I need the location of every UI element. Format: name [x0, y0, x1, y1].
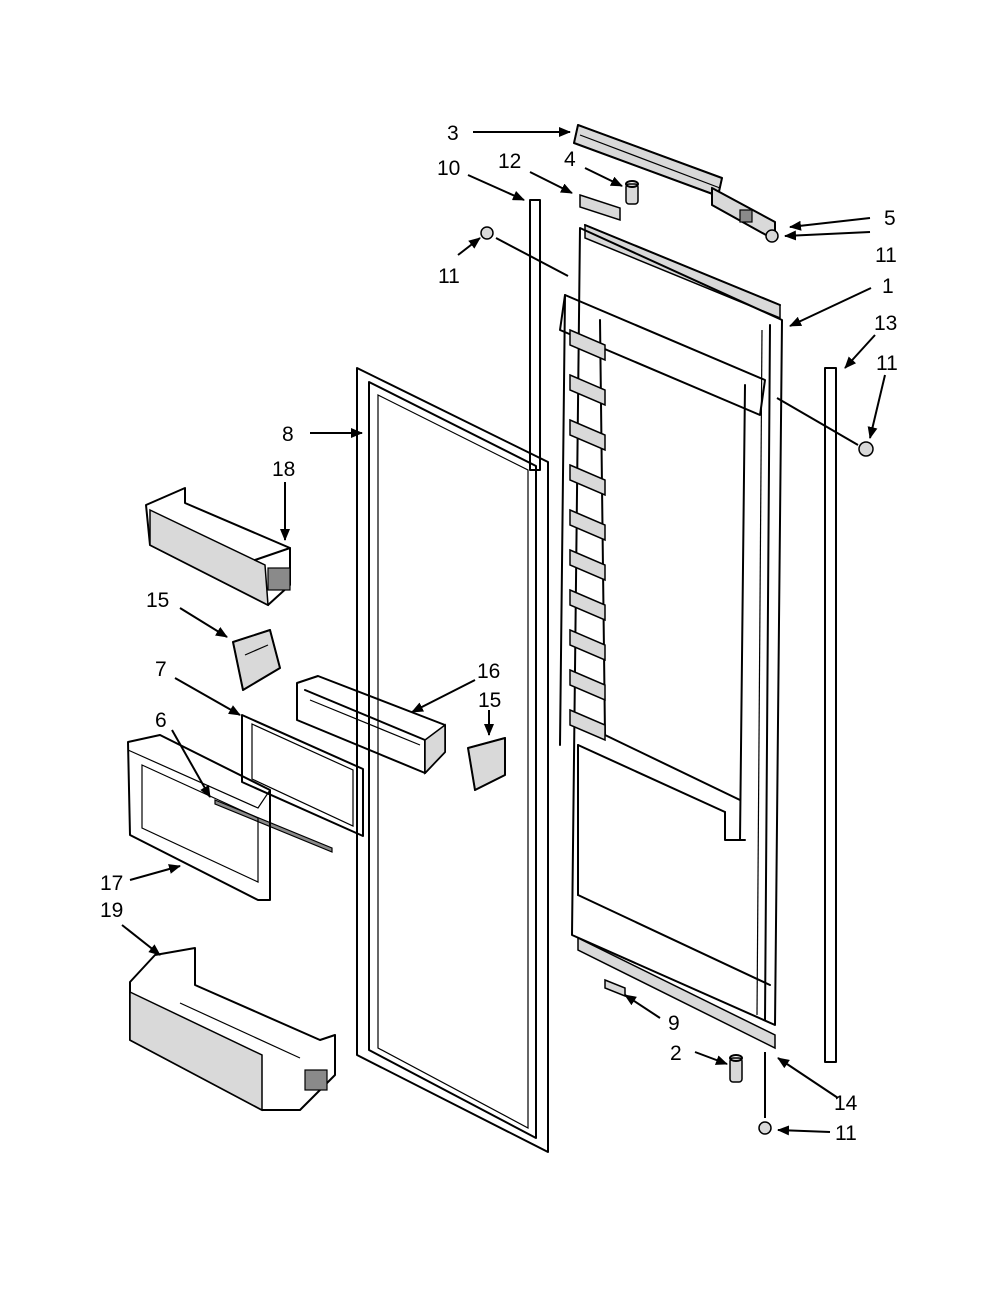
door-shelf-ribs	[569, 328, 606, 742]
callout-11-top-left: 11	[438, 265, 460, 288]
callout-12: 12	[498, 150, 521, 173]
part-bin-bracket-right	[467, 737, 506, 792]
part-bottom-hinge-plate	[577, 936, 776, 1050]
callout-15-left: 15	[146, 589, 169, 612]
part-top-bracket	[579, 193, 621, 222]
part-upper-door-bin	[145, 487, 291, 607]
part-top-cap	[573, 123, 723, 198]
callout-15-right: 15	[478, 689, 501, 712]
callout-5: 5	[884, 207, 896, 230]
callout-17: 17	[100, 872, 123, 895]
callout-7: 7	[155, 658, 167, 681]
part-left-trim-strip	[529, 199, 541, 471]
part-hinge-pin-top	[625, 180, 639, 205]
part-door-outer-panel	[571, 227, 783, 1026]
callout-1: 1	[882, 275, 894, 298]
callout-19: 19	[100, 899, 123, 922]
callout-4: 4	[564, 148, 576, 171]
part-dairy-door	[127, 734, 271, 901]
screw-icon	[480, 226, 874, 1135]
callout-3: 3	[447, 122, 459, 145]
callout-13: 13	[874, 312, 897, 335]
part-hinge-pin-bottom	[729, 1054, 743, 1083]
part-lower-door-bin	[129, 947, 336, 1112]
callout-11-bottom: 11	[835, 1122, 857, 1145]
part-door-gasket	[356, 367, 549, 1153]
callout-2: 2	[670, 1042, 682, 1065]
leader-lines	[121, 127, 886, 1136]
part-right-trim-strip	[824, 367, 837, 1063]
callout-9: 9	[668, 1012, 680, 1035]
part-dairy-compartment	[296, 675, 446, 775]
callout-10: 10	[437, 157, 460, 180]
part-hinge-cover	[711, 186, 776, 242]
callout-8: 8	[282, 423, 294, 446]
callout-labels: 3 4 12 10 5 11 11 1 13 11 8 18 15 7 16 1…	[100, 122, 898, 1145]
part-bin-bracket-left	[232, 629, 281, 692]
callout-16: 16	[477, 660, 500, 683]
callout-11-top-right: 11	[875, 244, 897, 267]
callout-11-right: 11	[876, 352, 898, 375]
part-top-hinge-plate	[584, 223, 781, 320]
callout-6: 6	[155, 709, 167, 732]
callout-14: 14	[834, 1092, 858, 1115]
part-dairy-seal-strip	[214, 799, 333, 853]
part-dairy-door-frame	[241, 714, 364, 837]
callout-18: 18	[272, 458, 295, 481]
